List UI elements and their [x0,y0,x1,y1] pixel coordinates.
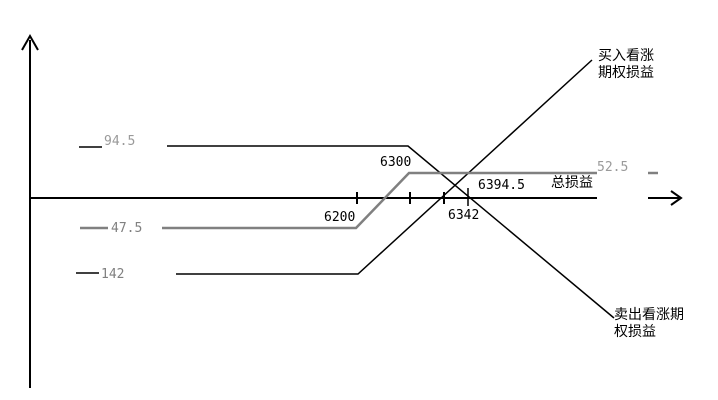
total-label: 总损益 [551,175,593,191]
sell-call-label-1: 卖出看涨期 [614,307,684,323]
sell-call-label-2: 权损益 [614,324,656,340]
y-axis-arrow [21,33,39,51]
value-142: 142 [101,267,124,282]
sell-call-line [167,145,615,319]
buy-call-label-1: 买入看涨 [598,48,654,64]
value-47-5: 47.5 [111,221,142,236]
tick-label-6342: 6342 [448,208,479,223]
buy-call-line [176,59,593,275]
tick-label-6300: 6300 [380,155,411,170]
value-52-5: 52.5 [597,160,628,175]
x-axis-arrow [670,190,683,206]
tick-label-6394-5: 6394.5 [478,178,525,193]
buy-call-label-2: 期权损益 [598,65,654,81]
value-94-5: 94.5 [104,134,135,149]
tick-label-6200: 6200 [324,210,355,225]
total-line [162,171,597,230]
